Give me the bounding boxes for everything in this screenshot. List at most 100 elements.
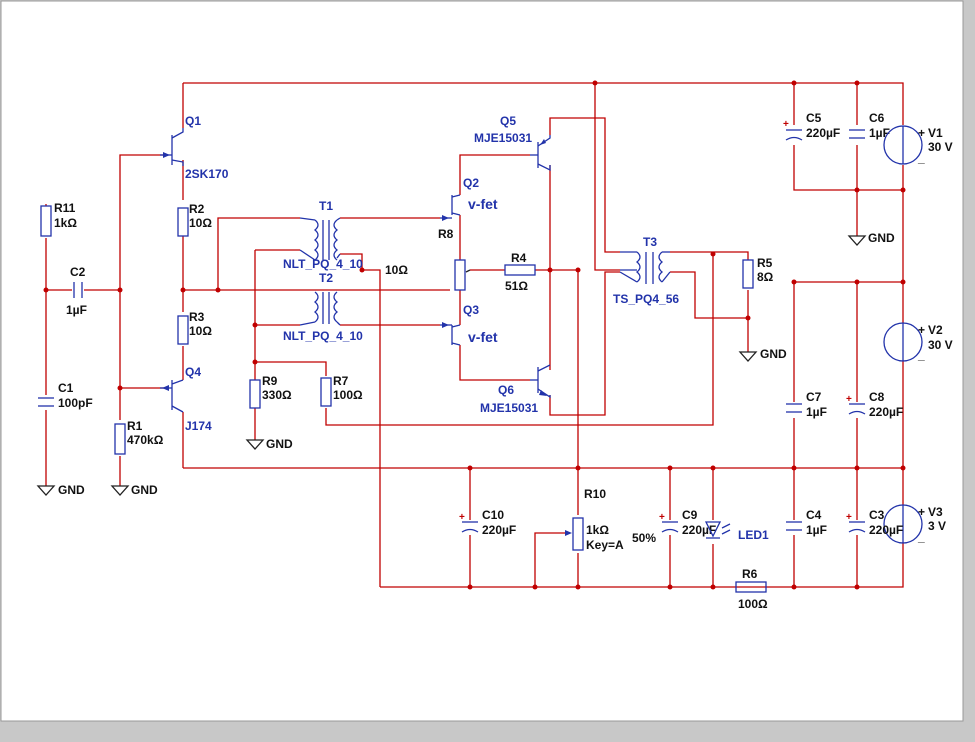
v1-polarity-minus: _: [917, 151, 925, 165]
v3-polarity-plus: +: [918, 505, 925, 519]
c5-value: 220µF: [806, 126, 840, 140]
r5-value: 8Ω: [757, 270, 774, 284]
c8-ref: C8: [869, 390, 885, 404]
c10-capacitor[interactable]: + C10 220µF: [459, 508, 516, 537]
c7-capacitor[interactable]: C7 1µF: [786, 390, 827, 419]
r2-ref: R2: [189, 202, 205, 216]
c2-capacitor[interactable]: C2 1µF: [66, 265, 87, 317]
c9-polarity: +: [659, 512, 665, 523]
r3-ref: R3: [189, 310, 205, 324]
q6-transistor[interactable]: Q6 MJE15031: [480, 364, 551, 415]
c1-ref: C1: [58, 381, 74, 395]
r11-ref: R11: [54, 201, 76, 215]
r9-ref: R6: [742, 567, 758, 581]
r6-resistor[interactable]: R7 100Ω: [320, 374, 363, 407]
r6-value: 100Ω: [333, 388, 363, 402]
v2-source[interactable]: + V2 30 V _: [883, 322, 953, 362]
r2-resistor[interactable]: R2 10Ω: [177, 202, 212, 237]
v3-source[interactable]: + V3 3 V _: [883, 504, 946, 544]
q3-transistor[interactable]: Q3 v-fet: [440, 303, 498, 346]
q1-value: 2SK170: [185, 167, 229, 181]
r9-resistor[interactable]: R6 100Ω: [735, 567, 768, 611]
r8-ref: R9: [262, 374, 278, 388]
q4-transistor[interactable]: Q4 J174: [160, 365, 212, 433]
c7-value: 1µF: [806, 405, 827, 419]
c3-polarity: +: [846, 512, 852, 523]
r8-resistor[interactable]: R9 330Ω: [249, 374, 292, 409]
t2-transformer[interactable]: T2 NLT_PQ_4_10: [283, 271, 363, 343]
r4-resistor[interactable]: R4 51Ω: [504, 251, 536, 293]
r1-value: 470kΩ: [127, 433, 164, 447]
c6-capacitor[interactable]: C6 1µF: [849, 111, 890, 140]
c7-ref: C7: [806, 390, 822, 404]
r11-resistor[interactable]: R11 1kΩ: [40, 201, 77, 237]
r5-resistor[interactable]: R5 8Ω: [742, 256, 774, 289]
c9-ref: C9: [682, 508, 698, 522]
led1-ref: LED1: [738, 528, 769, 542]
c9-value: 220µF: [682, 523, 716, 537]
r4-ref: R4: [511, 251, 527, 265]
t1-value: NLT_PQ_4_10: [283, 257, 363, 271]
c5-capacitor[interactable]: + C5 220µF: [783, 111, 840, 141]
r10-pct: 50%: [632, 531, 656, 545]
c4-ref: C4: [806, 508, 822, 522]
c10-value: 220µF: [482, 523, 516, 537]
r10-potentiometer[interactable]: R10 1kΩ Key=A 50%: [565, 487, 656, 552]
q2-value: v-fet: [468, 196, 498, 212]
c3-value: 220µF: [869, 523, 903, 537]
c1-capacitor[interactable]: C1 100pF: [38, 381, 93, 410]
sheet-paper: [0, 0, 964, 722]
c6-value: 1µF: [869, 126, 890, 140]
r6-ref: R7: [333, 374, 349, 388]
q6-ref: Q6: [498, 383, 514, 397]
v1-ref: V1: [928, 126, 943, 140]
r9-value: 100Ω: [738, 597, 768, 611]
r10-value: 1kΩ: [586, 523, 609, 537]
t2-ref: T2: [319, 271, 333, 285]
r7-ref: R8: [438, 227, 454, 241]
r1-resistor[interactable]: R1 470kΩ: [114, 419, 164, 455]
c3-ref: C3: [869, 508, 885, 522]
c3-capacitor[interactable]: + C3 220µF: [846, 508, 903, 537]
c5-ref: C5: [806, 111, 822, 125]
ground-r8: GND: [245, 437, 293, 451]
ground-r1: GND: [110, 483, 158, 497]
ground-label: GND: [266, 437, 293, 451]
wires: [45, 82, 904, 588]
q1-ref: Q1: [185, 114, 201, 128]
c4-capacitor[interactable]: C4 1µF: [786, 508, 827, 537]
r3-value: 10Ω: [189, 324, 212, 338]
q4-value: J174: [185, 419, 212, 433]
r10-key: Key=A: [586, 538, 624, 552]
t1-ref: T1: [319, 199, 333, 213]
q5-transistor[interactable]: Q5 MJE15031: [474, 114, 551, 172]
led1-diode[interactable]: LED1: [704, 521, 769, 542]
c8-capacitor[interactable]: + C8 220µF: [846, 390, 903, 419]
r5-ref: R5: [757, 256, 773, 270]
t3-transformer[interactable]: T3 TS_PQ4_56: [613, 235, 679, 306]
ground-r11-c1: GND: [36, 483, 85, 497]
c6-ref: C6: [869, 111, 885, 125]
q5-ref: Q5: [500, 114, 516, 128]
v3-ref: V3: [928, 505, 943, 519]
r4-value: 51Ω: [505, 279, 528, 293]
v1-source[interactable]: + V1 30 V _: [883, 125, 953, 165]
v2-polarity-plus: +: [918, 323, 925, 337]
v1-value: 30 V: [928, 140, 953, 154]
ground-r5: GND: [738, 347, 787, 362]
v2-ref: V2: [928, 323, 943, 337]
t1-transformer[interactable]: T1 NLT_PQ_4_10: [283, 199, 363, 271]
t3-value: TS_PQ4_56: [613, 292, 679, 306]
q2-transistor[interactable]: Q2 v-fet: [440, 176, 498, 221]
c10-polarity: +: [459, 512, 465, 523]
r3-resistor[interactable]: R3 10Ω: [177, 310, 212, 345]
v3-polarity-minus: _: [917, 530, 925, 544]
q3-ref: Q3: [463, 303, 479, 317]
junctions: [43, 80, 906, 590]
q4-ref: Q4: [185, 365, 201, 379]
r8-value: 330Ω: [262, 388, 292, 402]
r7-potentiometer[interactable]: R8 10Ω: [385, 227, 471, 291]
q1-transistor[interactable]: Q1 2SK170: [160, 114, 229, 181]
